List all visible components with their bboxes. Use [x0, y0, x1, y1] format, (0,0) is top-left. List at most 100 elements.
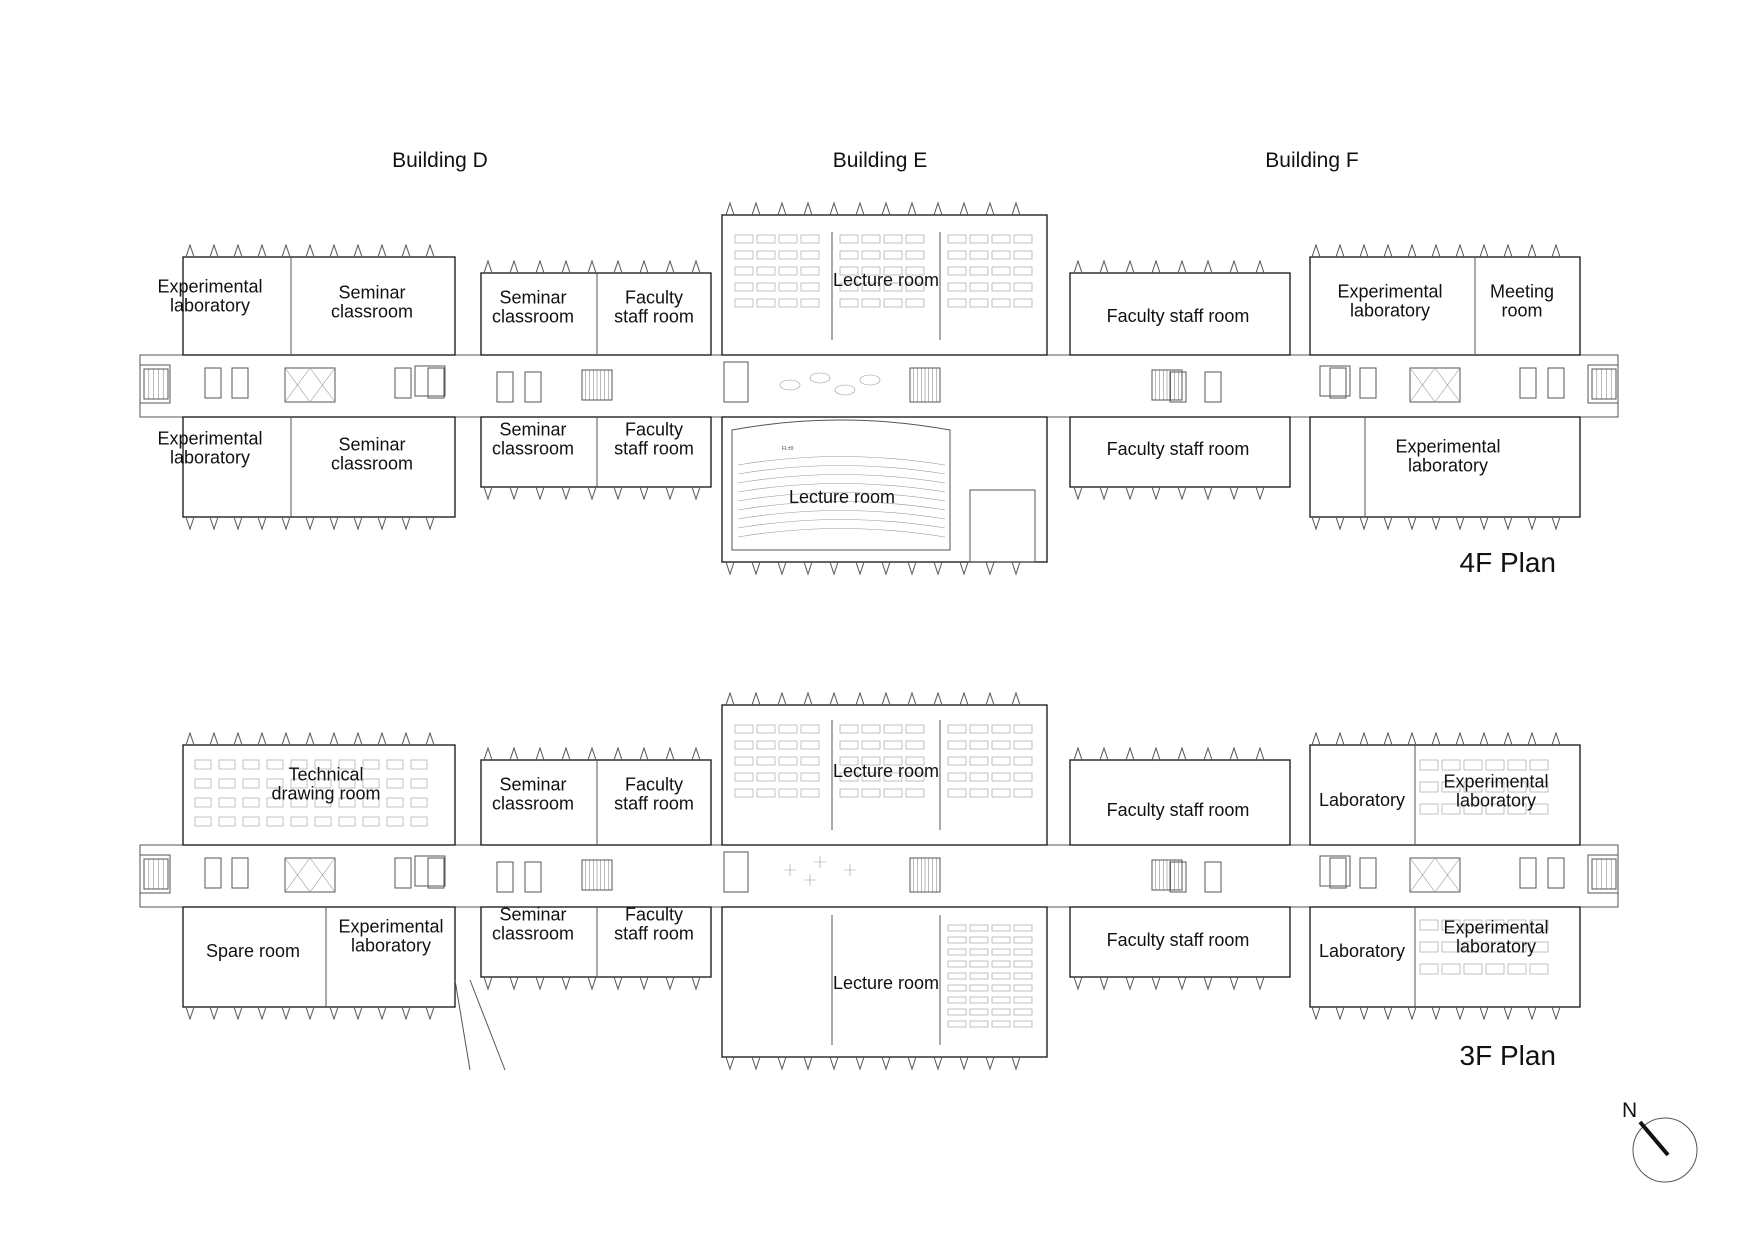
facade-fin: [1383, 1006, 1393, 1021]
room-label-line: classroom: [331, 302, 413, 322]
facade-fin: [907, 1056, 917, 1071]
facade-fin: [1151, 259, 1161, 274]
desk: [242, 797, 260, 808]
facade-fin: [665, 746, 675, 761]
desk: [883, 234, 903, 244]
desk: [1013, 298, 1033, 308]
facade-fin: [933, 1056, 943, 1071]
desk: [290, 759, 308, 770]
room-label-line: Faculty staff room: [1107, 306, 1250, 326]
shaft: [496, 861, 514, 893]
desk: [1441, 759, 1461, 771]
desk: [861, 266, 881, 276]
desk: [1419, 963, 1439, 975]
desk: [839, 788, 859, 798]
desk: [362, 778, 380, 789]
lounge-seat: [859, 374, 881, 386]
facade-fin: [353, 1006, 363, 1021]
facade-fin: [1073, 486, 1083, 501]
desk: [410, 797, 428, 808]
facade-fin: [329, 1006, 339, 1021]
desk: [1485, 919, 1505, 931]
desk: [314, 816, 332, 827]
facade-fin: [1151, 746, 1161, 761]
block-d-north: [182, 256, 456, 356]
desk: [1529, 803, 1549, 815]
facade-fin: [209, 243, 219, 258]
desk: [386, 797, 404, 808]
facade-fin: [1311, 516, 1321, 531]
facade-fin: [1011, 561, 1021, 576]
room-label: Lecture room: [833, 761, 939, 781]
facade-fin: [985, 1056, 995, 1071]
block-f2-north: [1309, 256, 1581, 356]
desk: [991, 250, 1011, 260]
desk: [338, 816, 356, 827]
plan-details: [143, 201, 1617, 1071]
desk: [1463, 941, 1483, 953]
room-label-line: classroom: [492, 794, 574, 814]
desk: [1485, 803, 1505, 815]
corridor-4f: [139, 354, 1619, 418]
desk: [218, 778, 236, 789]
block-d2-south: [480, 416, 712, 488]
block-d-north: [182, 744, 456, 846]
desk: [290, 816, 308, 827]
facade-fin: [725, 561, 735, 576]
desk: [947, 924, 967, 932]
facade-fin: [725, 691, 735, 706]
shaft: [1204, 371, 1222, 403]
facade-fin: [483, 486, 493, 501]
shaft: [1547, 367, 1565, 399]
facade-fin: [1479, 731, 1489, 746]
desk: [1529, 941, 1549, 953]
facade-fin: [959, 1056, 969, 1071]
facade-fin: [1011, 201, 1021, 216]
desk: [194, 759, 212, 770]
room-label-line: laboratory: [1350, 301, 1430, 321]
desk: [756, 266, 776, 276]
facade-fin: [425, 516, 435, 531]
facade-fin: [1359, 731, 1369, 746]
desk: [1485, 781, 1505, 793]
desk: [839, 772, 859, 782]
room-label: Laboratory: [1319, 790, 1405, 810]
desk: [883, 788, 903, 798]
block-e-south: [721, 906, 1048, 1058]
stair: [1151, 369, 1183, 401]
desk: [1463, 803, 1483, 815]
facade-fin: [483, 746, 493, 761]
facade-fin: [1503, 731, 1513, 746]
facade-fin: [1335, 731, 1345, 746]
room-label-line: Experimental: [157, 429, 262, 449]
facade-fin: [353, 731, 363, 746]
desk: [800, 740, 820, 750]
facade-fin: [185, 243, 195, 258]
desk: [947, 756, 967, 766]
desk: [839, 298, 859, 308]
desk: [991, 724, 1011, 734]
facade-fin: [907, 201, 917, 216]
desk: [338, 778, 356, 789]
facade-fin: [1431, 516, 1441, 531]
block-e-north: [721, 704, 1048, 846]
desk: [839, 756, 859, 766]
facade-fin: [1229, 976, 1239, 991]
facade-fin: [561, 976, 571, 991]
desk: [734, 788, 754, 798]
desk: [947, 266, 967, 276]
desk: [756, 282, 776, 292]
desk: [1013, 772, 1033, 782]
desk: [969, 282, 989, 292]
facade-fin: [1203, 259, 1213, 274]
facade-fin: [1527, 516, 1537, 531]
desk: [1013, 756, 1033, 766]
desk: [778, 282, 798, 292]
lounge-table: [804, 874, 816, 886]
desk: [947, 740, 967, 750]
